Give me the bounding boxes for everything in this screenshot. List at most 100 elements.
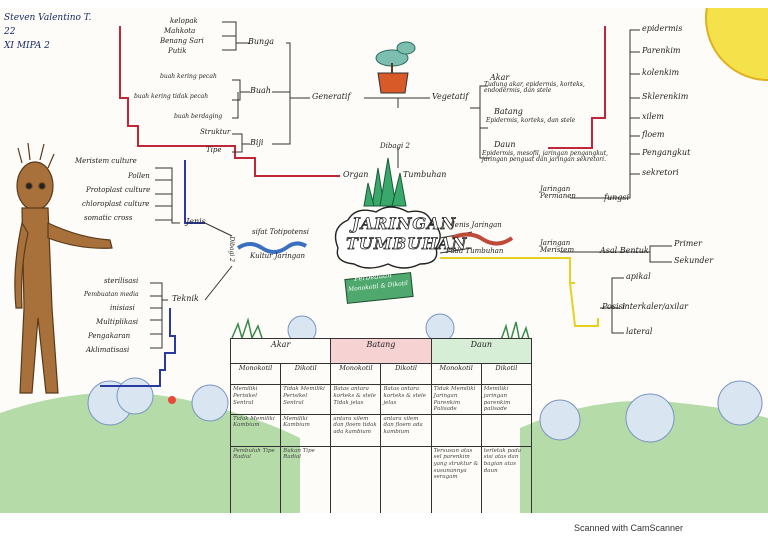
fungsi-label: fungsi	[604, 193, 630, 202]
dibagi2-label: Dibagi 2	[227, 236, 235, 262]
author-class: XI MIPA 2	[4, 41, 50, 51]
subhead: Monokotil	[430, 362, 482, 386]
asal-item: Sekunder	[674, 256, 714, 265]
scanner-watermark: Scanned with CamScanner	[574, 523, 684, 533]
dibagi-label: Dibagi 2	[380, 142, 410, 150]
table-cell: Memiliki Kambium	[280, 413, 332, 447]
table-cell	[330, 445, 382, 513]
tumbuhan-label: Tumbuhan	[403, 170, 447, 179]
teknik-item: Pembuatan media	[84, 291, 139, 298]
jenis-label: Jenis	[186, 217, 206, 226]
teknik-item: Aklimatisasi	[86, 346, 130, 354]
jenis-item: Meristem culture	[75, 157, 137, 165]
table-cell: Tidak Memiliki Perisikel Sentral	[280, 384, 332, 415]
jenis-item: somatic cross	[84, 214, 133, 222]
table-subhead-row: Monokotil Dikotil Monokotil Dikotil Mono…	[229, 362, 533, 386]
poster-sheet: Steven Valentino T. 22 XI MIPA 2 kelopak…	[0, 8, 768, 513]
teknik-item: Multiplikasi	[96, 318, 139, 326]
batang-desc: Epidermis, korteks, dan stele	[486, 117, 576, 124]
fungsi-item: epidermis	[642, 24, 683, 33]
table-group-row: Akar Batang Daun	[229, 338, 533, 364]
daun-desc: Epidermis, mesofil, jaringan pengangkut,…	[482, 150, 609, 164]
table-cell: Memiliki jaringan parenkim palisade	[480, 384, 533, 415]
table-cell: Tidak Memiliki Kambium	[229, 413, 282, 447]
snake-left	[236, 241, 308, 254]
table-row: Pembuluh Tipe Radial Bukan Tipe Radial T…	[229, 445, 533, 513]
snake-right	[451, 232, 514, 246]
hill-left	[0, 392, 300, 513]
mindmap-drawing	[0, 8, 768, 513]
bunga-item: Benang Sari	[160, 37, 204, 45]
table-cell: Pembuluh Tipe Radial	[229, 445, 282, 513]
hill-right	[520, 400, 768, 513]
fungsi-item: Parenkim	[642, 46, 681, 55]
biji-label: Biji	[250, 138, 264, 147]
flower-red	[168, 396, 176, 404]
bunga-item: Putik	[168, 47, 187, 55]
organ-label: Organ	[343, 170, 369, 179]
subhead: Dikotil	[380, 362, 432, 386]
grass-right	[499, 321, 531, 346]
fungsi-item: Pengangkut	[642, 148, 691, 157]
bunga-item: kelopak	[170, 17, 198, 25]
subhead: Monokotil	[229, 362, 282, 386]
sifat-label: sifat Totipotensi	[252, 228, 310, 236]
title-cloud	[334, 206, 441, 269]
table-cell: Tidak Memiliki Jaringan Parenkim Palisad…	[430, 384, 482, 415]
bunga-label: Bunga	[248, 37, 275, 46]
buah-label: Buah	[250, 86, 271, 95]
teknik-item: Pengakaran	[88, 332, 131, 340]
jaringan-meristem-label: Jaringan Meristem	[540, 239, 575, 255]
sun	[705, 8, 768, 81]
center-plant	[363, 157, 407, 207]
table-cell	[430, 413, 482, 447]
subhead: Dikotil	[480, 362, 533, 386]
pada-tumbuhan-label: Pada Tumbuhan	[446, 247, 504, 255]
posisi-label: Posisi	[602, 302, 626, 311]
biji-item: Tipe	[206, 146, 222, 154]
fungsi-item: xilem	[642, 112, 664, 121]
group-akar: Akar	[229, 338, 332, 364]
group-batang: Batang	[330, 338, 432, 364]
teknik-label: Teknik	[172, 294, 199, 303]
jaringan-permanen-label: Jaringan Permanen	[540, 185, 576, 201]
author-name: Steven Valentino T.	[4, 13, 92, 23]
daun-label: Daun	[494, 140, 516, 149]
fungsi-item: sekretori	[642, 168, 679, 177]
jenis-item: chloroplast culture	[82, 200, 150, 208]
blue-connectors	[100, 160, 205, 387]
vegetatif-label: Vegetatif	[432, 92, 469, 101]
table-cell: Batas antara korteks & stele jelas	[380, 384, 432, 415]
black-connectors	[150, 21, 672, 349]
grass-left	[231, 317, 263, 341]
table-cell: Tersusun atas sel parenkim yang struktur…	[430, 445, 482, 513]
jenis-item: Protoplast culture	[86, 186, 151, 194]
fungsi-item: Sklerenkim	[642, 92, 689, 101]
teknik-item: sterilisasi	[104, 277, 139, 285]
akar-label: Akar	[490, 73, 510, 82]
center-title-1: JARINGAN	[352, 214, 457, 234]
table-cell	[480, 413, 533, 447]
biji-item: Struktur	[200, 128, 231, 136]
table-row: Memiliki Perisikel Sentral Tidak Memilik…	[229, 384, 533, 415]
buah-item: buah kering tidak pecah	[134, 93, 209, 100]
subhead: Dikotil	[280, 362, 332, 386]
posisi-item: interkaler/axilar	[622, 302, 688, 311]
bush-left	[87, 377, 229, 426]
group-daun: Daun	[430, 338, 533, 364]
bonsai-plant	[375, 41, 416, 94]
table-cell: antara xilem dan floem tidak ada kambium	[330, 413, 382, 447]
bush-right	[539, 380, 763, 443]
table-cell: Bukan Tipe Radial	[280, 445, 332, 513]
kultur-label: Kultur Jaringan	[250, 252, 305, 260]
perbedaan-box	[344, 272, 414, 304]
fungsi-item: floem	[642, 130, 665, 139]
author-number: 22	[4, 27, 16, 37]
subhead: Monokotil	[330, 362, 382, 386]
table-cell: antara xilem dan floem ada kambium	[380, 413, 432, 447]
bush-mid	[287, 313, 455, 345]
table-cell: Memiliki Perisikel Sentral	[229, 384, 282, 415]
table-row: Tidak Memiliki Kambium Memiliki Kambium …	[229, 413, 533, 447]
table-cell	[380, 445, 432, 513]
buah-item: buah berdaging	[174, 113, 223, 120]
